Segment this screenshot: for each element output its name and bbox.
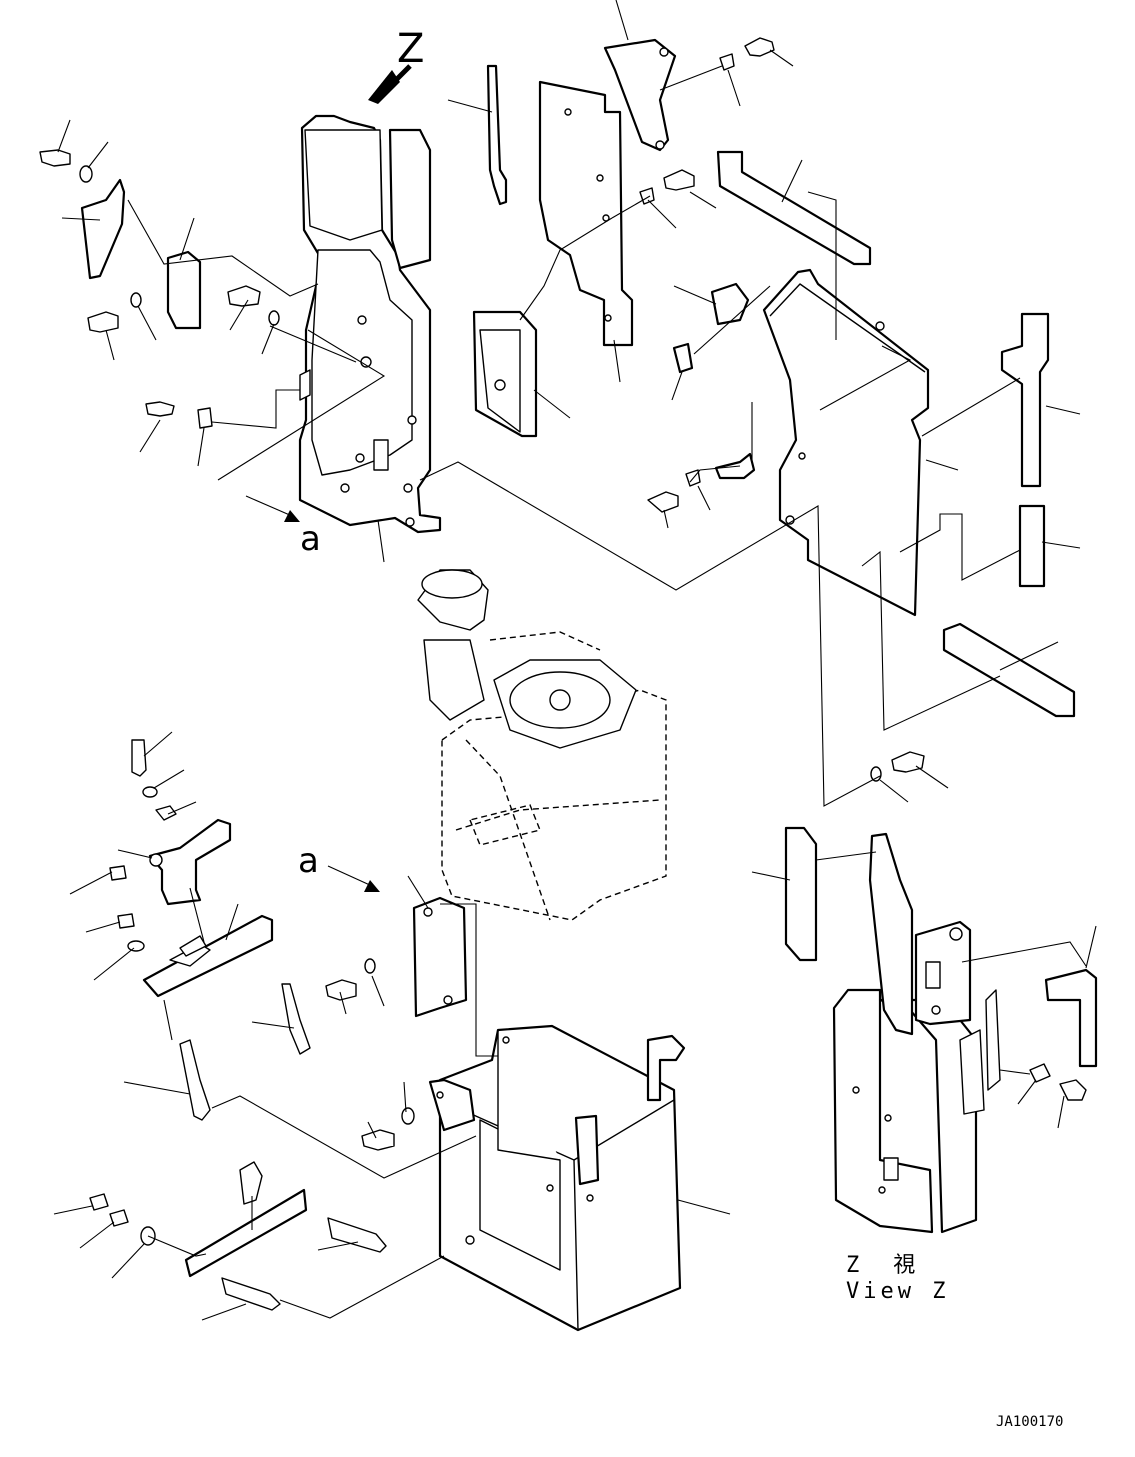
bolt-icon-3 <box>227 285 261 307</box>
wedge-pad <box>710 282 750 326</box>
bolt-icon-7 <box>361 1129 395 1151</box>
bolt-icon-2 <box>87 311 119 333</box>
bolt-mid-right <box>639 169 695 205</box>
strap-bar <box>486 64 508 206</box>
nut-icon-3 <box>109 865 127 881</box>
l-stop-block <box>1044 968 1098 1068</box>
bolt-icon-5 <box>131 739 147 777</box>
drawing-id: JA100170 <box>996 1414 1063 1430</box>
bolt-icon-8 <box>891 751 925 773</box>
bolt-icon-6 <box>325 979 357 1001</box>
right-vertical-bar <box>1000 312 1050 488</box>
hinge-bracket <box>166 250 202 330</box>
view-z-arrow: Z <box>368 26 424 104</box>
upper-angle-bracket <box>603 38 677 152</box>
lever-bracket <box>148 818 232 906</box>
section-marker-bottom: a <box>298 841 380 892</box>
nut-icon-6 <box>109 1209 129 1227</box>
view-z-upright <box>832 832 1001 1234</box>
leader-lines <box>53 0 1097 1321</box>
nut-icon-2 <box>155 805 177 821</box>
section-label-top: a <box>300 519 321 559</box>
bolt-icon-4 <box>145 401 175 417</box>
centre-cover-plate <box>538 80 634 347</box>
view-direction-arrow-icon <box>368 70 400 104</box>
long-horizontal-bar <box>942 622 1076 718</box>
view-caption-en: View Z <box>846 1279 949 1304</box>
cushion-block-b <box>784 826 818 962</box>
view-arrow-label: Z <box>397 26 424 72</box>
bolt-upper-right <box>719 37 775 71</box>
small-spacer <box>672 342 694 374</box>
section-label-bottom: a <box>298 841 319 881</box>
nut-icon-4 <box>117 913 135 929</box>
mounting-tab-d <box>221 1277 281 1311</box>
section-arrow-icon <box>364 880 380 892</box>
mounting-tab-c <box>327 1217 387 1253</box>
bolt-icon-1 <box>39 149 71 167</box>
screw-icon-1 <box>1059 1079 1087 1101</box>
left-upright-bracket <box>298 114 442 534</box>
tank-assembly <box>417 569 667 921</box>
mounting-tab-a <box>179 1039 211 1121</box>
battery-box <box>428 1024 686 1332</box>
nut-icon-7 <box>1029 1063 1051 1083</box>
hardware-bolts <box>39 149 1087 1246</box>
bottom-strap-plate <box>184 1188 308 1278</box>
small-clip-bracket <box>80 178 126 280</box>
section-marker-top: a <box>245 495 321 559</box>
view-caption-jp: Z 視 <box>846 1253 921 1278</box>
rail-bracket <box>142 914 274 998</box>
mounting-tab-b <box>281 983 311 1055</box>
right-spacer-bar <box>1018 504 1046 588</box>
nut-icon-5 <box>89 1193 109 1211</box>
section-arrow-icon <box>284 510 300 522</box>
upper-l-channel <box>716 150 872 266</box>
vertical-channel-bracket <box>412 896 468 1018</box>
nut-icon-1 <box>197 407 213 429</box>
